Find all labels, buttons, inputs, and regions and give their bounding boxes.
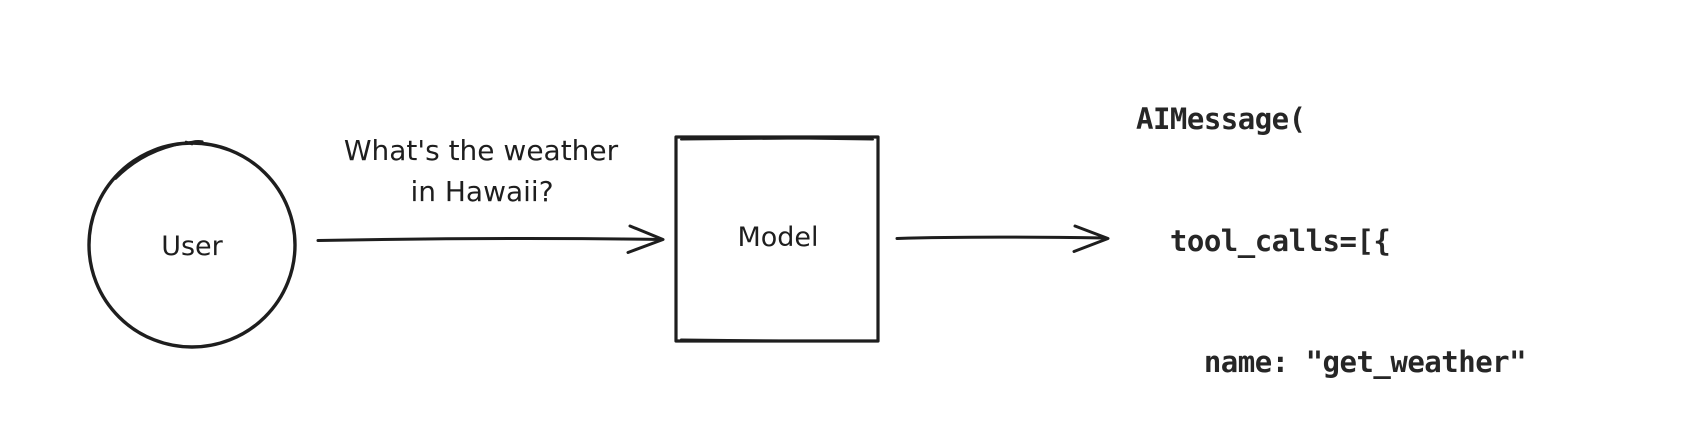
user-label: User xyxy=(161,231,223,262)
model-box xyxy=(674,135,880,343)
code-line: AIMessage( xyxy=(1136,102,1306,136)
model-label: Model xyxy=(737,222,818,253)
code-line: tool_calls=[{ xyxy=(1136,223,1391,258)
arrow-user-to-model xyxy=(316,224,665,254)
code-line: name: "get_weather" xyxy=(1136,345,1527,379)
user-circle xyxy=(87,140,297,349)
code-block: AIMessage( tool_calls=[{ name: "get_weat… xyxy=(1136,18,1560,432)
question-label-line1: What's the weather xyxy=(344,134,619,167)
question-label-line2: in Hawaii? xyxy=(410,175,553,208)
arrow-model-to-output xyxy=(895,224,1110,253)
